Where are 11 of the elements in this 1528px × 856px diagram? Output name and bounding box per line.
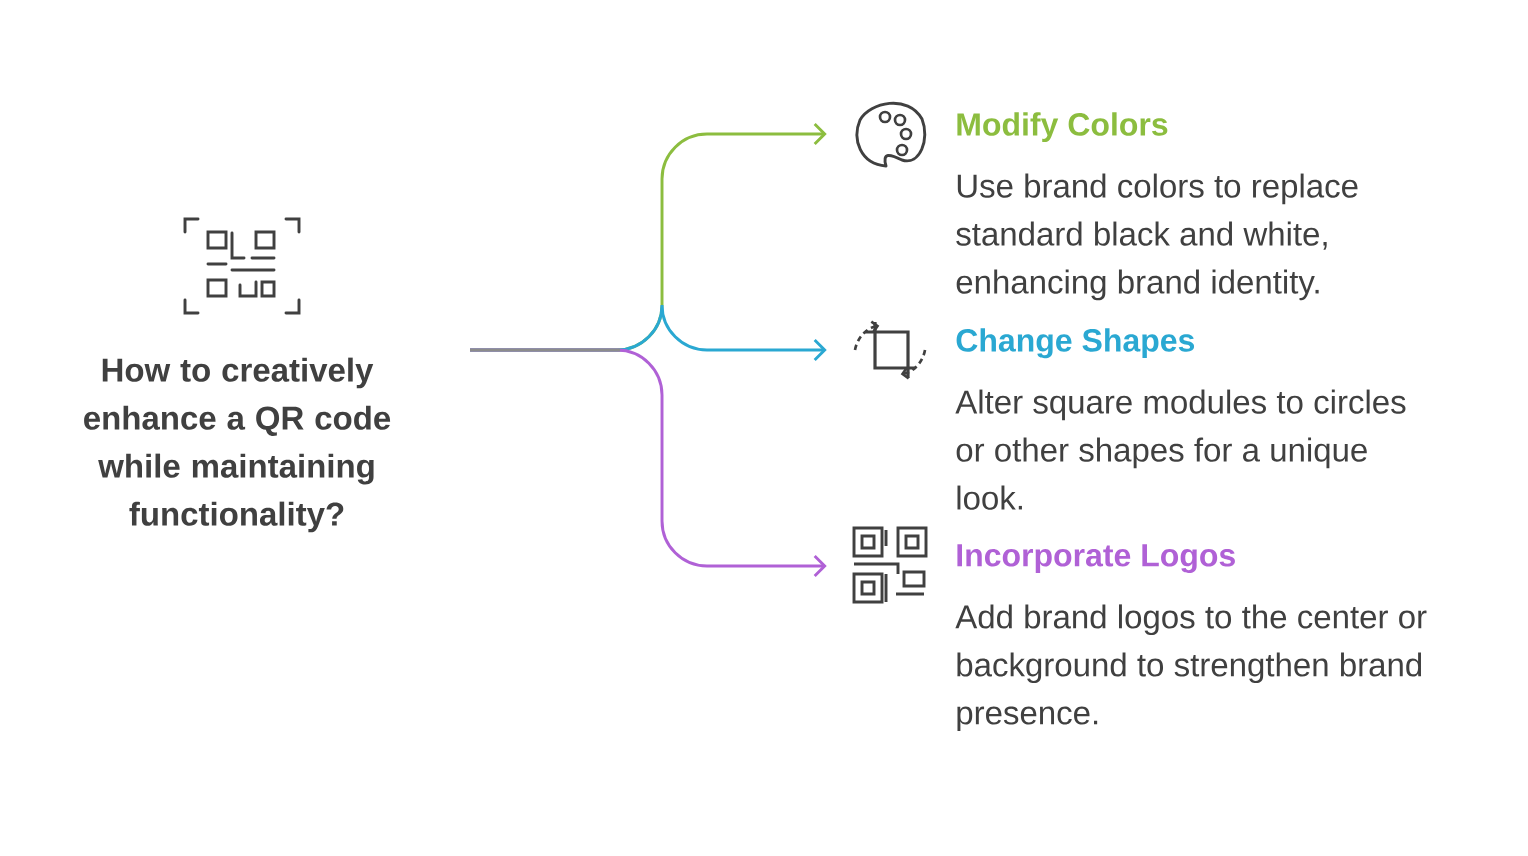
- trunk-line: [470, 348, 620, 352]
- crop-icon: [853, 320, 927, 380]
- option-description: Alter square modules to circles or other shapes for a unique look.: [955, 389, 1406, 510]
- option-description: Add brand logos to the center or background to strengthen brand presence.: [955, 604, 1427, 732]
- option-heading: Modify Colors: [957, 112, 1168, 143]
- palette-icon: [855, 101, 927, 168]
- grid-icon: [852, 526, 928, 604]
- option-description: Use brand colors to replace standard black and white, enhancing brand identity.: [956, 173, 1358, 301]
- question-text: How to creatively enhance a QR code while maintaining functionality?: [84, 357, 391, 533]
- option-heading: Incorporate Logos: [957, 544, 1235, 574]
- option-heading: Change Shapes: [956, 328, 1195, 359]
